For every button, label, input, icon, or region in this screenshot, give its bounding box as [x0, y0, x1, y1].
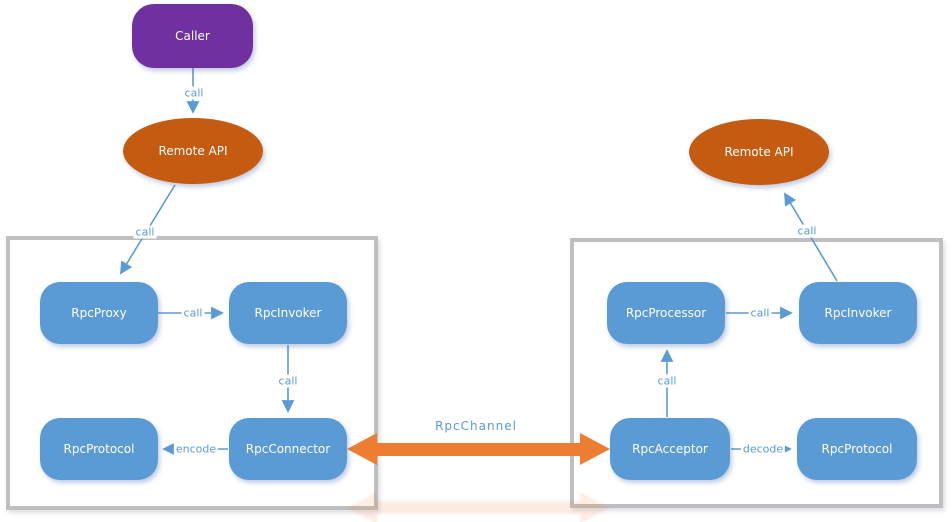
node-rpc-acceptor-label: RpcAcceptor [632, 442, 708, 456]
node-rpc-acceptor: RpcAcceptor [610, 418, 730, 480]
edge-rpc-invoker-to-remote-api [784, 192, 838, 282]
rpc-channel-arrow [347, 433, 610, 465]
node-remote-api-right-label: Remote API [724, 145, 794, 159]
rpc-channel-arrow-reflection [347, 492, 610, 522]
node-rpc-connector: RpcConnector [229, 418, 347, 480]
node-rpc-proxy: RpcProxy [40, 282, 158, 344]
node-rpc-invoker-right: RpcInvoker [799, 282, 917, 344]
edge-label-acceptor-to-processor: call [655, 374, 679, 388]
node-rpc-invoker-left-label: RpcInvoker [254, 306, 322, 320]
node-rpc-processor-label: RpcProcessor [625, 306, 707, 320]
node-remote-api-right: Remote API [689, 119, 829, 185]
node-rpc-protocol-right: RpcProtocol [797, 418, 917, 480]
edge-label-acceptor-to-protocol: decode [740, 442, 786, 456]
edge-label-invoker-to-remote-api: call [795, 224, 819, 238]
edge-label-rpc-channel: RpcChannel [435, 419, 517, 433]
node-rpc-proxy-label: RpcProxy [71, 306, 127, 320]
node-caller: Caller [132, 4, 253, 68]
node-rpc-protocol-right-label: RpcProtocol [821, 442, 893, 456]
node-remote-api-left: Remote API [123, 118, 263, 184]
node-rpc-processor: RpcProcessor [607, 282, 725, 344]
edge-label-remote-api-to-proxy: call [133, 225, 157, 239]
edge-label-processor-to-invoker: call [748, 306, 772, 320]
edge-label-connector-to-protocol: encode [173, 442, 219, 456]
edge-label-proxy-to-invoker: call [181, 306, 205, 320]
edge-label-invoker-to-connector: call [276, 374, 300, 388]
node-rpc-connector-label: RpcConnector [245, 442, 331, 456]
node-remote-api-left-label: Remote API [158, 144, 228, 158]
node-caller-label: Caller [175, 29, 210, 43]
node-rpc-protocol-left: RpcProtocol [40, 418, 158, 480]
node-rpc-invoker-right-label: RpcInvoker [824, 306, 892, 320]
node-rpc-invoker-left: RpcInvoker [229, 282, 347, 344]
edge-label-caller-to-remote-api: call [182, 86, 206, 100]
node-rpc-protocol-left-label: RpcProtocol [63, 442, 135, 456]
